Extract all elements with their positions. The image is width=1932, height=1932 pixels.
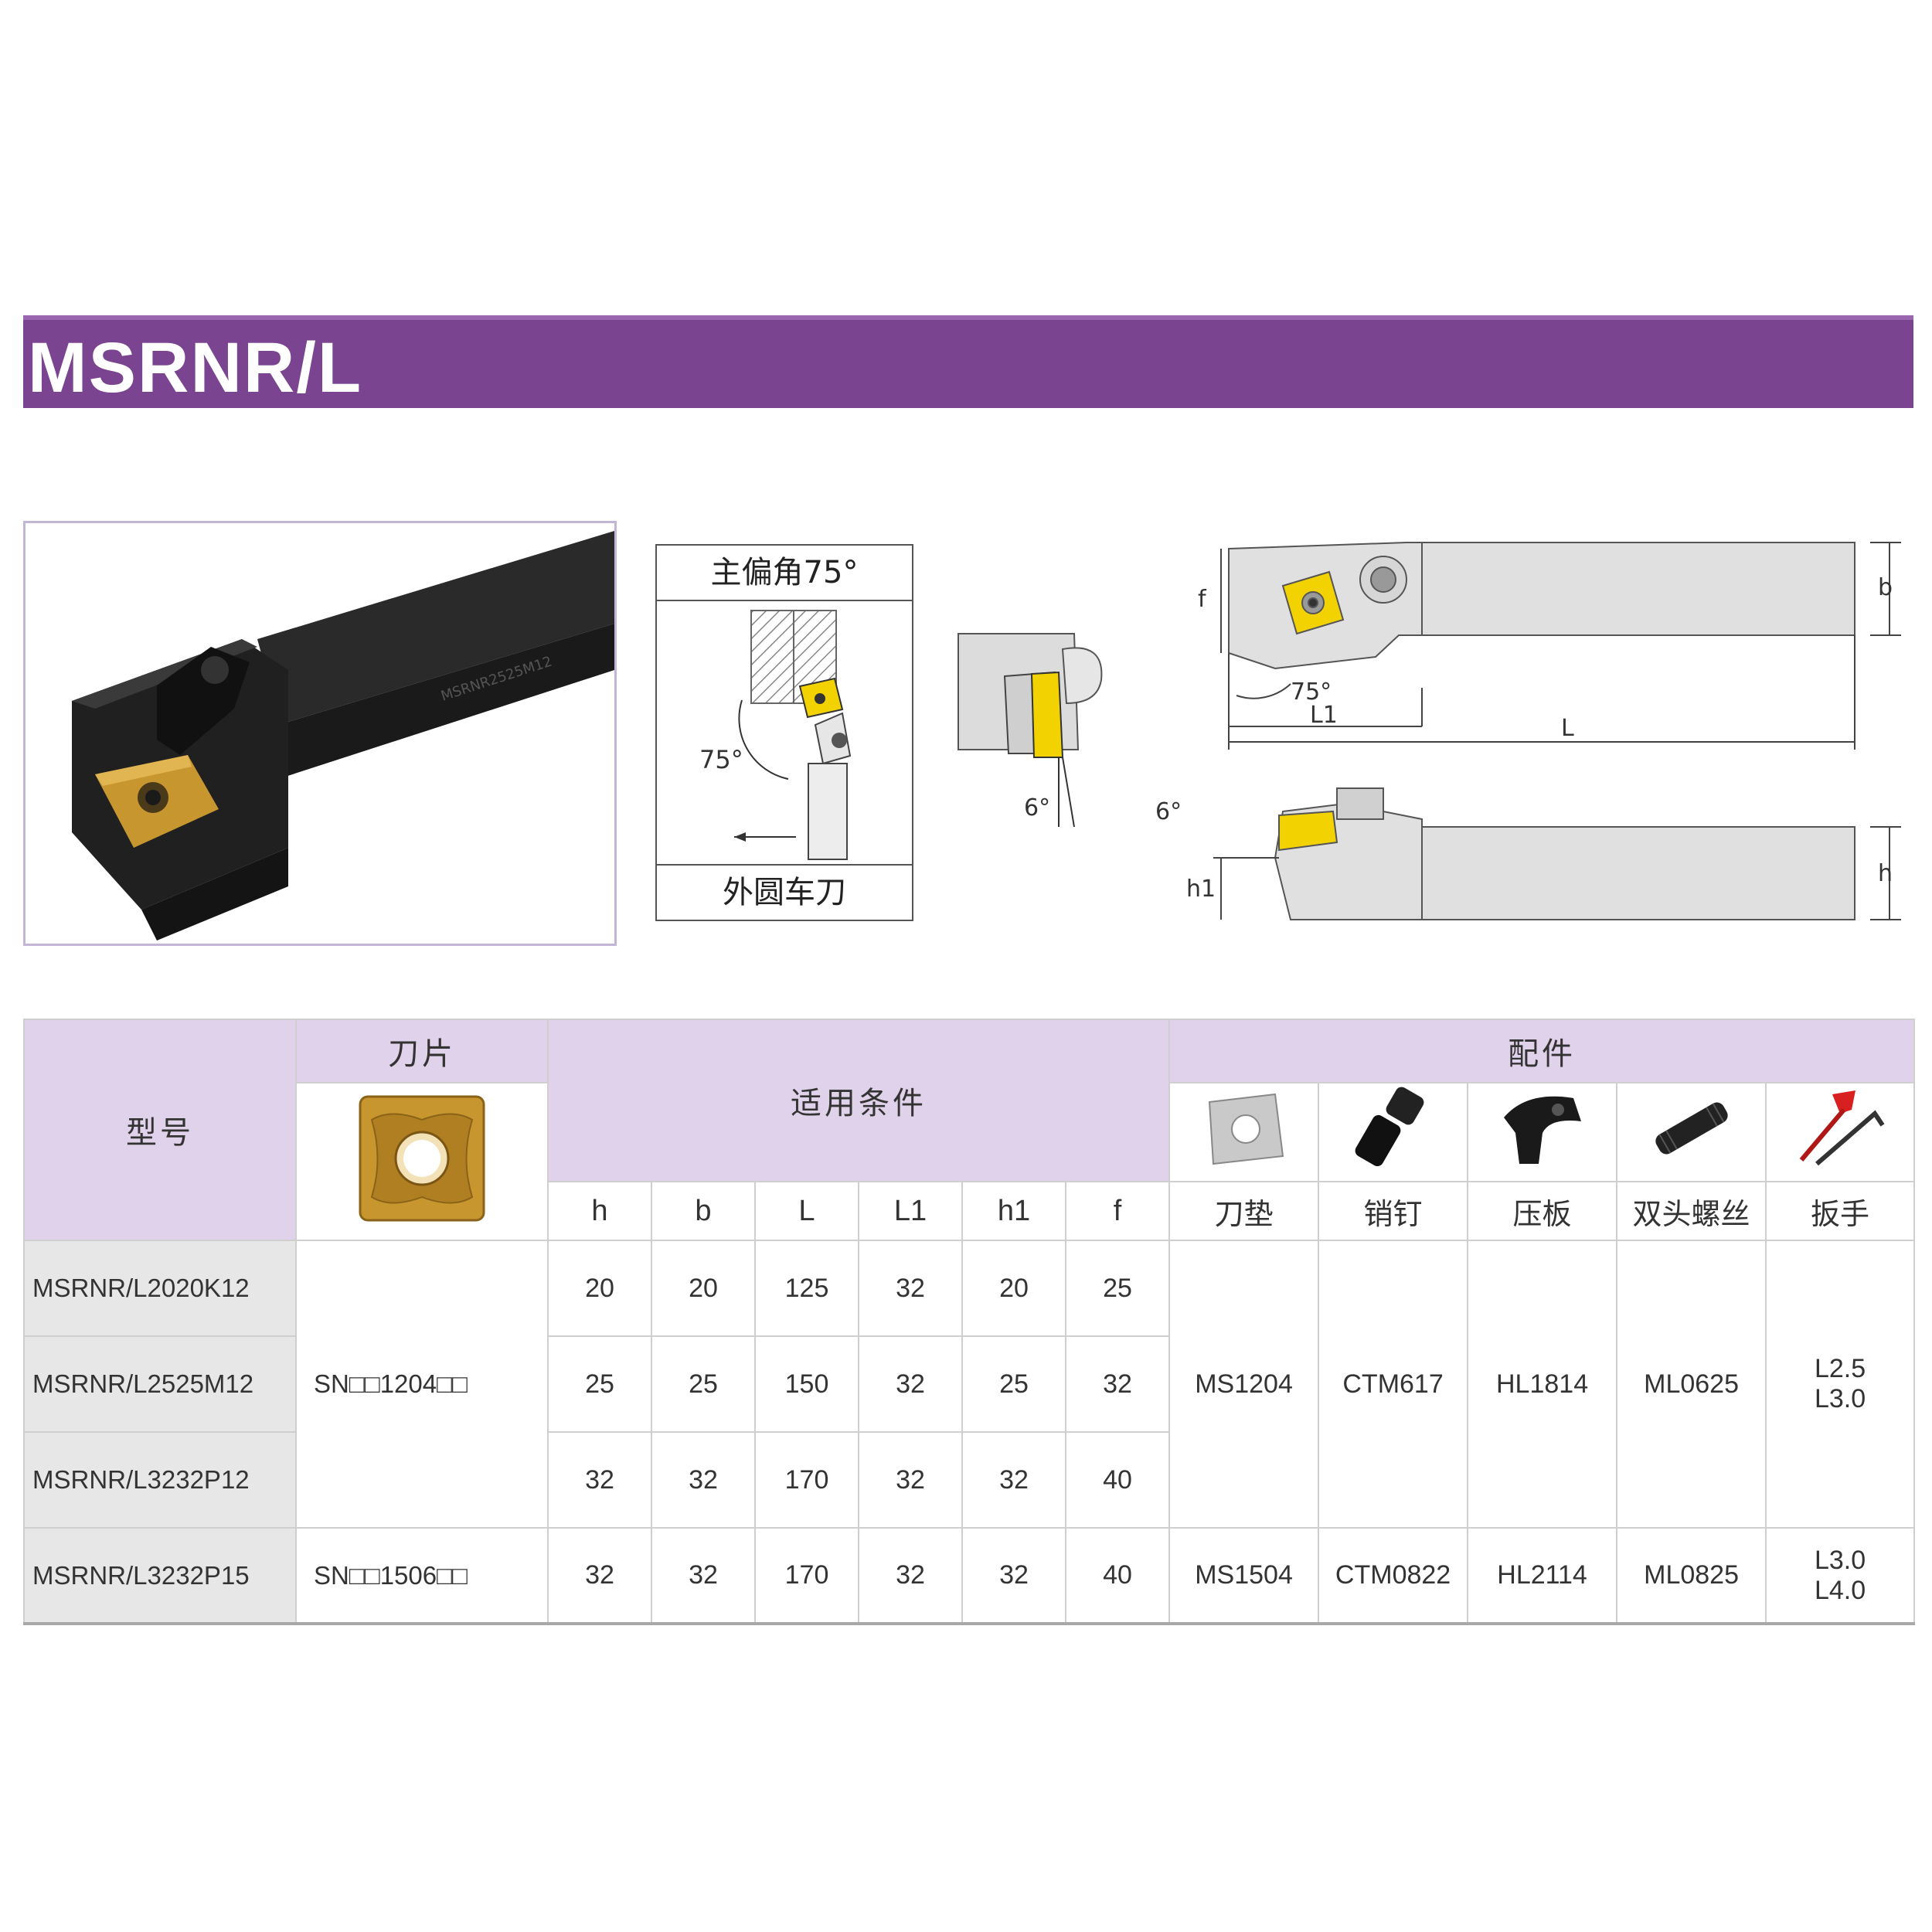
value-f: 25 bbox=[1064, 1240, 1171, 1337]
screw-cell: ML0625 bbox=[1616, 1240, 1767, 1529]
model-cell: MSRNR/L3232P15 bbox=[23, 1527, 297, 1625]
dim-h: h bbox=[1878, 860, 1893, 887]
pin-cell: CTM617 bbox=[1318, 1240, 1469, 1529]
value-h1: 20 bbox=[961, 1240, 1066, 1337]
wrench-size: L3.0 bbox=[1814, 1545, 1866, 1575]
insert-icon bbox=[359, 1095, 485, 1221]
shim-image bbox=[1168, 1082, 1320, 1182]
wrench-image bbox=[1765, 1082, 1916, 1182]
value-h: 20 bbox=[547, 1240, 652, 1337]
wrench-cell: L3.0 L4.0 bbox=[1765, 1527, 1916, 1625]
pin-cell: CTM0822 bbox=[1318, 1527, 1469, 1625]
acc-header-shim: 刀垫 bbox=[1168, 1181, 1320, 1241]
diagram-header: 主偏角75° bbox=[657, 546, 912, 601]
title-bar: MSRNR/L bbox=[23, 315, 1913, 408]
table-row: MSRNR/L3232P12 32 32 170 32 32 40 bbox=[23, 1431, 1914, 1529]
dim-header-L: L bbox=[754, 1181, 859, 1241]
wrench-size: L3.0 bbox=[1814, 1384, 1866, 1413]
value-L: 170 bbox=[754, 1431, 859, 1529]
wrench-size: L2.5 bbox=[1814, 1354, 1866, 1383]
wrench-size: L4.0 bbox=[1814, 1575, 1866, 1605]
wrench-icon bbox=[1799, 1090, 1885, 1165]
dim-L1: L1 bbox=[1310, 702, 1338, 729]
dim-angle: 75° bbox=[1291, 679, 1332, 706]
pin-image bbox=[1318, 1082, 1469, 1182]
col-accessories: 配件 bbox=[1168, 1019, 1916, 1083]
value-h1: 32 bbox=[961, 1527, 1066, 1625]
acc-header-pin: 销钉 bbox=[1318, 1181, 1469, 1241]
cutting-sketch: 75° bbox=[699, 610, 852, 860]
col-model: 型号 bbox=[23, 1019, 297, 1241]
value-f: 32 bbox=[1064, 1335, 1171, 1433]
dim-f: f bbox=[1198, 586, 1207, 613]
dim-header-h: h bbox=[547, 1181, 652, 1241]
model-cell: MSRNR/L2020K12 bbox=[23, 1240, 297, 1337]
model-cell: MSRNR/L2525M12 bbox=[23, 1335, 297, 1433]
model-cell: MSRNR/L3232P12 bbox=[23, 1431, 297, 1529]
screw-icon bbox=[1655, 1102, 1728, 1154]
pin-icon bbox=[1355, 1087, 1423, 1166]
diagram-footer: 外圆车刀 bbox=[657, 864, 912, 920]
value-h: 32 bbox=[547, 1431, 652, 1529]
value-L: 150 bbox=[754, 1335, 859, 1433]
value-h: 32 bbox=[547, 1527, 652, 1625]
shim-icon bbox=[1208, 1093, 1284, 1165]
insert-cell: SN□□1204□□ bbox=[295, 1240, 549, 1529]
value-b: 32 bbox=[651, 1527, 756, 1625]
clamp-cell: HL2114 bbox=[1467, 1527, 1618, 1625]
acc-header-clamp: 压板 bbox=[1467, 1181, 1618, 1241]
value-L1: 32 bbox=[858, 1335, 963, 1433]
clamp-image bbox=[1467, 1082, 1618, 1182]
dim-L: L bbox=[1561, 715, 1574, 742]
clamp-icon bbox=[1503, 1096, 1581, 1164]
value-h1: 25 bbox=[961, 1335, 1066, 1433]
page-title: MSRNR/L bbox=[28, 328, 363, 407]
tool-holder-photo: MSRNR2525M12 bbox=[72, 531, 614, 940]
wrench-cell: L2.5 L3.0 bbox=[1765, 1240, 1916, 1529]
col-conditions: 适用条件 bbox=[546, 1019, 1171, 1182]
shim-cell: MS1504 bbox=[1168, 1527, 1320, 1625]
value-L1: 32 bbox=[858, 1240, 963, 1337]
insert-cell: SN□□1506□□ bbox=[295, 1527, 549, 1625]
value-L1: 32 bbox=[858, 1527, 963, 1625]
value-f: 40 bbox=[1064, 1431, 1171, 1529]
value-L: 170 bbox=[754, 1527, 859, 1625]
acc-header-screw: 双头螺丝 bbox=[1616, 1181, 1767, 1241]
dim-header-h1: h1 bbox=[961, 1181, 1066, 1241]
relief-angle-diagram: 6° bbox=[957, 633, 1103, 828]
dim-h1: h1 bbox=[1186, 876, 1216, 903]
table-row: MSRNR/L3232P15 SN□□1506□□ 32 32 170 32 3… bbox=[23, 1527, 1916, 1625]
value-L1: 32 bbox=[858, 1431, 963, 1529]
value-f: 40 bbox=[1064, 1527, 1171, 1625]
value-h: 25 bbox=[547, 1335, 652, 1433]
dim-header-f: f bbox=[1064, 1181, 1171, 1241]
value-b: 32 bbox=[651, 1431, 756, 1529]
col-insert: 刀片 bbox=[295, 1019, 549, 1083]
technical-drawing: f b 75° L1 L 6° h1 h bbox=[1155, 542, 1901, 920]
screw-cell: ML0825 bbox=[1616, 1527, 1767, 1625]
cutting-diagram: 主偏角75° 75° 外圆车刀 bbox=[655, 544, 913, 921]
dim-b: b bbox=[1878, 574, 1893, 601]
relief-label: 6° bbox=[1024, 794, 1050, 821]
acc-header-wrench: 扳手 bbox=[1765, 1181, 1916, 1241]
dim-header-L1: L1 bbox=[858, 1181, 963, 1241]
dim-relief: 6° bbox=[1155, 798, 1182, 825]
table-row: MSRNR/L2020K12 SN□□1204□□ 20 20 125 32 2… bbox=[23, 1240, 1916, 1529]
screw-image bbox=[1616, 1082, 1767, 1182]
value-b: 25 bbox=[651, 1335, 756, 1433]
value-b: 20 bbox=[651, 1240, 756, 1337]
angle-label: 75° bbox=[699, 745, 743, 774]
value-h1: 32 bbox=[961, 1431, 1066, 1529]
product-photo: MSRNR2525M12 bbox=[23, 521, 617, 946]
value-L: 125 bbox=[754, 1240, 859, 1337]
dim-header-b: b bbox=[651, 1181, 756, 1241]
insert-image bbox=[295, 1082, 549, 1241]
spec-table: 型号 刀片 适用条件 配件 bbox=[23, 1019, 1916, 1625]
shim-cell: MS1204 bbox=[1168, 1240, 1320, 1529]
table-row: MSRNR/L2525M12 25 25 150 32 25 32 bbox=[23, 1335, 1914, 1433]
clamp-cell: HL1814 bbox=[1467, 1240, 1618, 1529]
